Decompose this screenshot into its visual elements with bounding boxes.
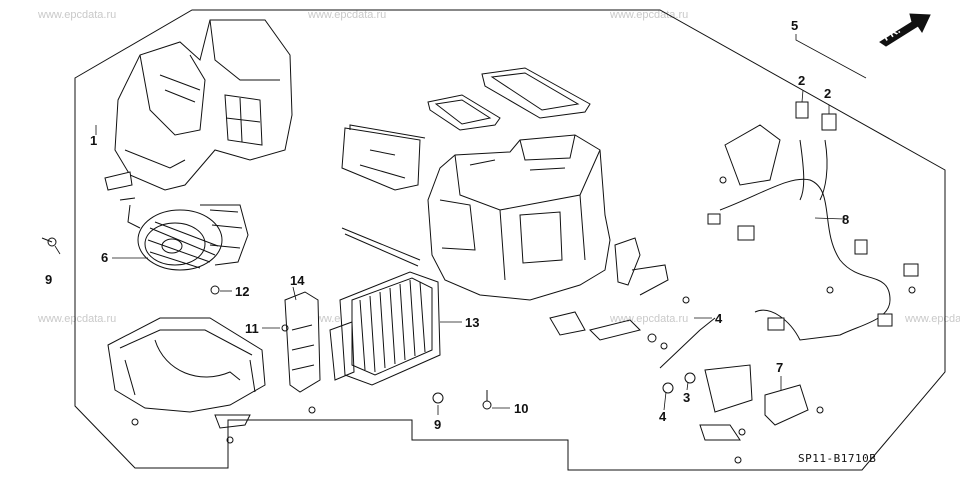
connector bbox=[877, 313, 893, 327]
watermark: www.epcdata.ru bbox=[905, 313, 960, 325]
harness-bracket bbox=[724, 124, 781, 186]
actuator-linkage bbox=[614, 237, 641, 286]
control-motor bbox=[764, 384, 809, 426]
connector bbox=[854, 239, 868, 255]
door-lever-rod bbox=[341, 227, 421, 267]
filter-frame-inner bbox=[490, 72, 580, 111]
callout-4: 4 bbox=[715, 311, 723, 326]
connector bbox=[737, 225, 755, 241]
callout-10: 10 bbox=[514, 401, 529, 416]
connector bbox=[767, 317, 785, 331]
blower-motor bbox=[119, 197, 249, 271]
bracket bbox=[284, 291, 321, 393]
mode-door-plate bbox=[341, 127, 421, 191]
callout-3: 3 bbox=[683, 390, 691, 405]
callout-1: 1 bbox=[90, 133, 98, 148]
callout-5: 5 bbox=[791, 18, 799, 33]
callout-12: 12 bbox=[235, 284, 250, 299]
connector bbox=[821, 113, 837, 131]
callout-2: 2 bbox=[824, 86, 832, 101]
blower-lower-housing bbox=[107, 317, 266, 429]
blower-upper-housing bbox=[104, 19, 293, 191]
boundary-outline bbox=[74, 9, 946, 471]
filter-frame bbox=[481, 67, 591, 119]
leader-lines bbox=[54, 34, 867, 415]
connector bbox=[795, 101, 809, 119]
callout-14: 14 bbox=[290, 273, 305, 288]
callout-11: 11 bbox=[245, 321, 259, 336]
watermark: www.epcdata.ru bbox=[308, 9, 387, 21]
watermark: www.epcdata.ru bbox=[38, 9, 117, 21]
watermark: www.epcdata.ru bbox=[38, 313, 117, 325]
callout-6: 6 bbox=[101, 250, 109, 265]
heater-core bbox=[329, 271, 441, 386]
callout-7: 7 bbox=[776, 360, 784, 375]
heater-case bbox=[427, 134, 611, 301]
screw-group bbox=[41, 176, 916, 464]
diagram-code: SP11-B1710B bbox=[798, 452, 877, 465]
wire-harness bbox=[719, 178, 891, 341]
callout-2: 2 bbox=[798, 73, 806, 88]
callout-4: 4 bbox=[659, 409, 667, 424]
watermark: www.epcdata.ru bbox=[610, 313, 689, 325]
connector bbox=[707, 213, 721, 225]
callout-8: 8 bbox=[842, 212, 850, 227]
filter-frame-inner bbox=[434, 99, 492, 125]
callout-9: 9 bbox=[45, 272, 53, 287]
filter-frame bbox=[427, 94, 501, 131]
watermark: www.epcdata.ru bbox=[610, 9, 689, 21]
front-direction-arrow bbox=[879, 13, 931, 47]
connector bbox=[903, 263, 919, 277]
callout-13: 13 bbox=[465, 315, 480, 330]
callout-9: 9 bbox=[434, 417, 442, 432]
